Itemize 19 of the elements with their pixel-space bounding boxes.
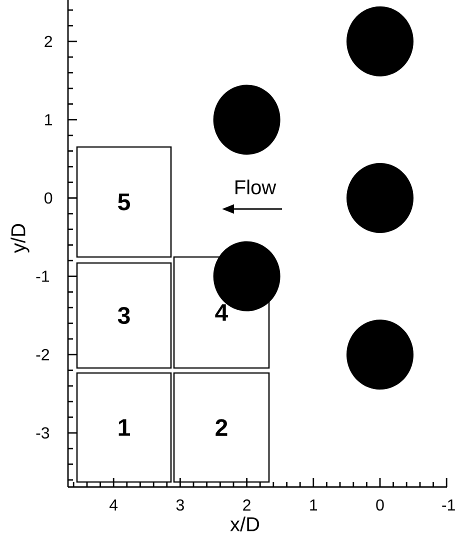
tick-label: 3 [176, 499, 184, 511]
tick-label: -1 [36, 270, 49, 282]
measurement-window: 2 [173, 372, 270, 483]
tick-label: -3 [36, 427, 50, 439]
tick-label: -1 [442, 500, 455, 510]
tick-label: 4 [110, 500, 118, 510]
tick-label: 1 [45, 114, 52, 126]
tick-label: 0 [44, 192, 52, 204]
axis-title: x/D [230, 516, 260, 532]
flow-label: Flow [236, 180, 276, 194]
tick-label: 1 [310, 500, 318, 510]
tick-label: 0 [376, 499, 384, 511]
tick-label: 2 [44, 36, 52, 47]
axis-title: y/D [10, 224, 30, 253]
tick-label: -2 [36, 349, 49, 360]
tick-label: 2 [243, 499, 250, 511]
measurement-window: 3 [76, 262, 172, 369]
measurement-window: 5 [76, 146, 172, 258]
measurement-window: 1 [76, 372, 172, 483]
